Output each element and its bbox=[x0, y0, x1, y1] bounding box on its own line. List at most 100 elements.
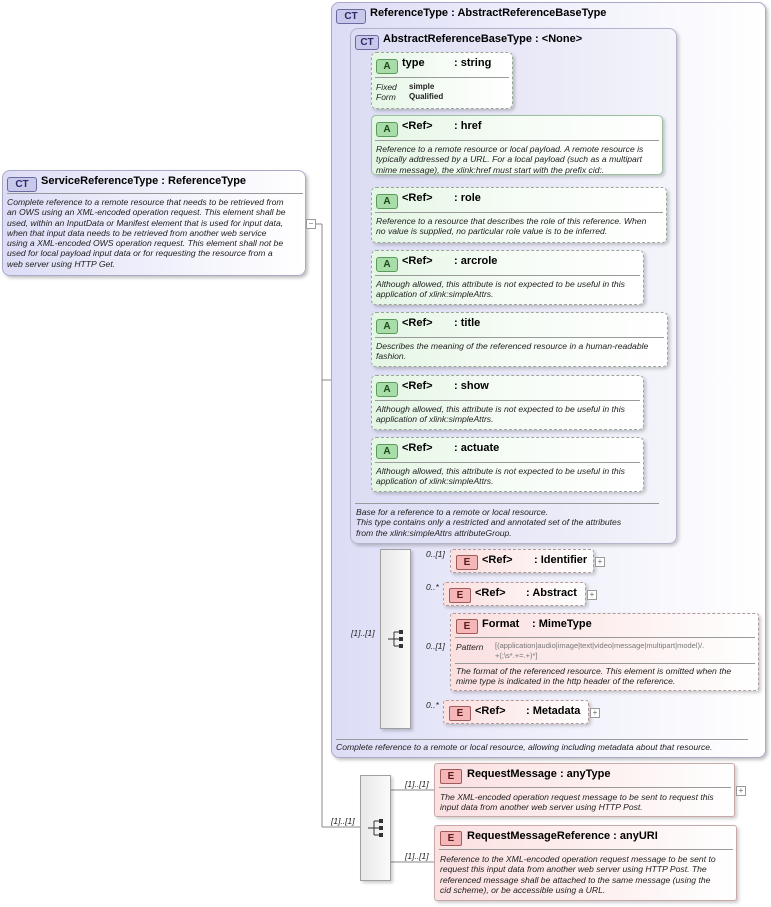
collapse-icon[interactable]: − bbox=[306, 219, 316, 229]
element-badge: E bbox=[456, 619, 478, 634]
attribute-doc: Reference to a resource that describes t… bbox=[376, 216, 647, 237]
divider bbox=[375, 140, 659, 141]
attribute-badge: A bbox=[376, 319, 398, 334]
divider bbox=[375, 462, 640, 463]
element-name: : Metadata bbox=[526, 705, 581, 717]
attribute-ref: type bbox=[402, 57, 425, 69]
element-cardinality: [1]..[1] bbox=[405, 779, 429, 789]
element-badge: E bbox=[440, 769, 462, 784]
element-identifier[interactable]: E <Ref> : Identifier bbox=[450, 549, 594, 573]
element-format[interactable]: E Format : MimeType Pattern [(applicatio… bbox=[450, 613, 759, 691]
attribute-ref: <Ref> bbox=[402, 120, 433, 132]
attribute-doc: Describes the meaning of the referenced … bbox=[376, 341, 649, 362]
expand-icon[interactable]: + bbox=[590, 708, 600, 718]
attribute-badge: A bbox=[376, 444, 398, 459]
element-cardinality: 0..* bbox=[426, 700, 439, 710]
sequence-icon bbox=[368, 819, 383, 837]
element-metadata[interactable]: E <Ref> : Metadata bbox=[443, 700, 589, 724]
attribute-href[interactable]: A <Ref> : href Reference to a remote res… bbox=[371, 115, 663, 175]
complex-type-badge: CT bbox=[7, 177, 37, 192]
attribute-ref: <Ref> bbox=[402, 317, 433, 329]
divider bbox=[455, 663, 755, 664]
element-request-message-reference[interactable]: E RequestMessageReference : anyURI Refer… bbox=[434, 825, 737, 901]
fixed-label: Fixed bbox=[376, 82, 397, 92]
attribute-badge: A bbox=[376, 194, 398, 209]
element-doc: The XML-encoded operation request messag… bbox=[440, 792, 714, 813]
attribute-role[interactable]: A <Ref> : role Reference to a resource t… bbox=[371, 187, 667, 243]
element-abstract[interactable]: E <Ref> : Abstract bbox=[443, 582, 586, 606]
element-cardinality: 0..[1] bbox=[426, 549, 445, 559]
attribute-badge: A bbox=[376, 122, 398, 137]
complex-type-badge: CT bbox=[355, 35, 379, 50]
divider bbox=[439, 849, 733, 850]
attribute-show[interactable]: A <Ref> : show Although allowed, this at… bbox=[371, 375, 644, 430]
pattern-label: Pattern bbox=[456, 642, 484, 652]
attribute-doc: Reference to a remote resource or local … bbox=[376, 144, 644, 175]
attribute-name: : string bbox=[454, 57, 492, 69]
attribute-ref: <Ref> bbox=[402, 380, 433, 392]
attribute-name: : title bbox=[454, 317, 481, 329]
divider bbox=[455, 637, 755, 638]
abstract-reference-base-type-name: AbstractReferenceBaseType : <None> bbox=[383, 33, 583, 45]
attribute-ref: <Ref> bbox=[402, 255, 433, 267]
element-ref: <Ref> bbox=[475, 705, 506, 717]
sequence-icon bbox=[388, 630, 403, 648]
element-ref: <Ref> bbox=[475, 587, 506, 599]
element-name: RequestMessage : anyType bbox=[467, 768, 611, 780]
attribute-badge: A bbox=[376, 257, 398, 272]
divider bbox=[375, 337, 664, 338]
element-name: : Identifier bbox=[534, 554, 588, 566]
divider bbox=[7, 193, 303, 194]
attribute-doc: Although allowed, this attribute is not … bbox=[376, 279, 625, 300]
element-badge: E bbox=[456, 555, 478, 570]
divider bbox=[375, 400, 640, 401]
sequence-cardinality: [1]..[1] bbox=[331, 816, 355, 826]
divider bbox=[375, 77, 509, 78]
attribute-name: : role bbox=[454, 192, 481, 204]
divider bbox=[439, 787, 731, 788]
divider bbox=[375, 212, 663, 213]
abstract-reference-base-type-doc: Base for a reference to a remote or loca… bbox=[356, 507, 622, 538]
divider bbox=[375, 275, 640, 276]
attribute-name: : show bbox=[454, 380, 489, 392]
element-doc: The format of the referenced resource. T… bbox=[456, 666, 732, 687]
service-reference-type-box[interactable]: CT ServiceReferenceType : ReferenceType … bbox=[2, 170, 306, 276]
expand-icon[interactable]: + bbox=[587, 590, 597, 600]
attribute-name: : href bbox=[454, 120, 482, 132]
attribute-type[interactable]: A type : string Fixed simple Form Qualif… bbox=[371, 52, 513, 109]
sequence-compositor[interactable] bbox=[360, 775, 391, 881]
fixed-value: simple bbox=[409, 82, 435, 91]
attribute-name: : actuate bbox=[454, 442, 500, 454]
sequence-compositor[interactable] bbox=[380, 549, 411, 729]
divider bbox=[336, 739, 748, 740]
element-ref: Format bbox=[482, 618, 520, 630]
element-badge: E bbox=[449, 706, 471, 721]
attribute-ref: <Ref> bbox=[402, 192, 433, 204]
reference-type-name: ReferenceType : AbstractReferenceBaseTyp… bbox=[370, 7, 607, 19]
element-name: : MimeType bbox=[532, 618, 592, 630]
expand-icon[interactable]: + bbox=[595, 557, 605, 567]
attribute-title[interactable]: A <Ref> : title Describes the meaning of… bbox=[371, 312, 668, 367]
attribute-ref: <Ref> bbox=[402, 442, 433, 454]
element-cardinality: 0..* bbox=[426, 582, 439, 592]
attribute-actuate[interactable]: A <Ref> : actuate Although allowed, this… bbox=[371, 437, 644, 492]
form-label: Form bbox=[376, 92, 396, 102]
sequence-cardinality: [1]..[1] bbox=[351, 628, 375, 638]
complex-type-badge: CT bbox=[336, 9, 366, 24]
service-reference-type-name: ServiceReferenceType : ReferenceType bbox=[41, 175, 247, 187]
reference-type-doc: Complete reference to a remote or local … bbox=[336, 742, 713, 752]
pattern-value: [(application|audio|image|text|video|mes… bbox=[495, 641, 705, 660]
element-cardinality: [1]..[1] bbox=[405, 851, 429, 861]
element-name: RequestMessageReference : anyURI bbox=[467, 830, 658, 842]
attribute-arcrole[interactable]: A <Ref> : arcrole Although allowed, this… bbox=[371, 250, 644, 305]
element-doc: Reference to the XML-encoded operation r… bbox=[440, 854, 716, 895]
element-badge: E bbox=[449, 588, 471, 603]
element-badge: E bbox=[440, 831, 462, 846]
element-cardinality: 0..[1] bbox=[426, 641, 445, 651]
attribute-name: : arcrole bbox=[454, 255, 498, 267]
expand-icon[interactable]: + bbox=[736, 786, 746, 796]
service-reference-type-doc: Complete reference to a remote resource … bbox=[7, 197, 286, 269]
element-request-message[interactable]: E RequestMessage : anyType The XML-encod… bbox=[434, 763, 735, 817]
attribute-doc: Although allowed, this attribute is not … bbox=[376, 466, 625, 487]
attribute-badge: A bbox=[376, 59, 398, 74]
